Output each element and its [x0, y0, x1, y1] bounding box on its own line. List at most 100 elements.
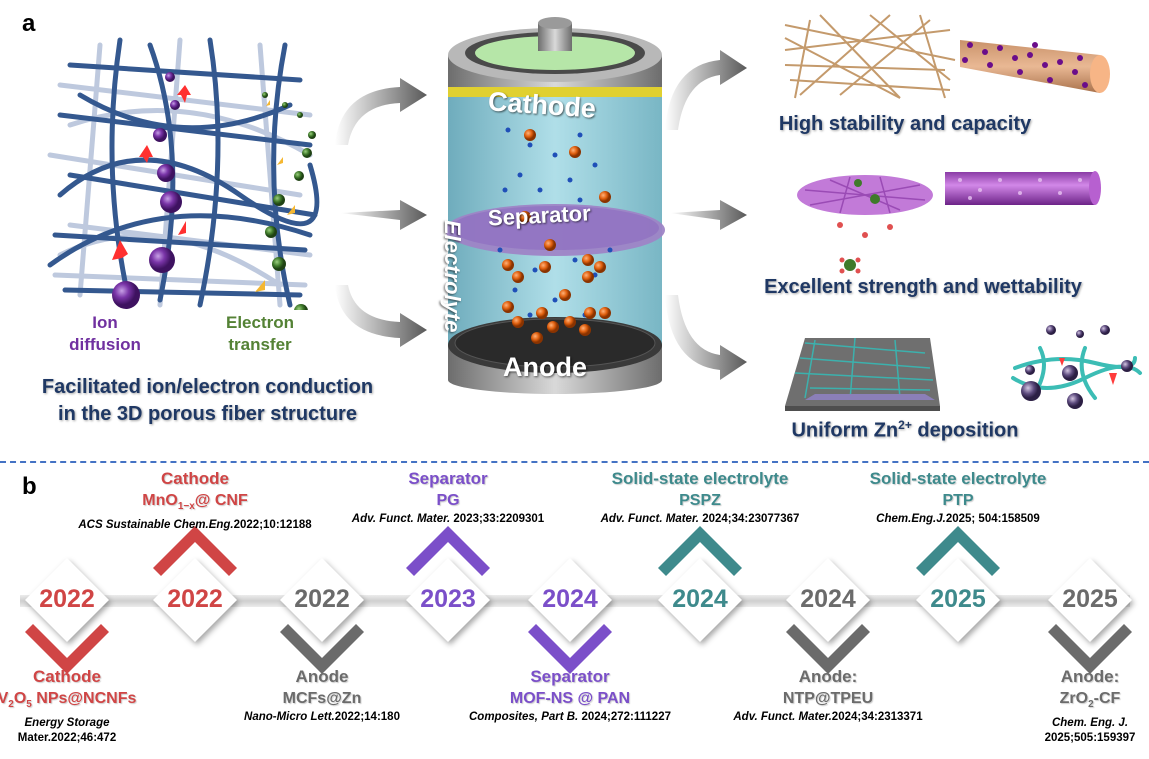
milestone-year: 2024	[672, 585, 728, 613]
wettability-illustration	[797, 171, 1101, 274]
formula-part: @ CNF	[194, 492, 248, 509]
arrow-to-anode-icon	[335, 285, 427, 347]
arrow-to-separator-icon	[340, 200, 427, 230]
chevron-up-icon	[406, 526, 490, 642]
milestone-category: Solid-state electrolyte	[611, 469, 789, 488]
milestone-year: 2022	[294, 585, 350, 613]
panel-b-label: b	[22, 473, 37, 500]
formula-subscript: 2	[1088, 699, 1094, 711]
formula-part: MnO	[142, 492, 178, 509]
deposition-illustration	[785, 325, 1142, 411]
ion-diffusion-arrows	[112, 85, 191, 260]
reference-detail: 2024;34:23077367	[699, 513, 800, 525]
stability-illustration	[784, 14, 1110, 99]
milestone-year: 2025	[930, 585, 986, 613]
arrow-to-cathode-icon	[335, 78, 427, 145]
chevron-down-icon	[786, 558, 870, 674]
formula-part: ZrO	[1059, 690, 1089, 707]
reference-detail: 2025;505:159397	[1044, 732, 1136, 745]
reference-detail: 2022;14:180	[334, 711, 400, 723]
arrow-to-stability-icon	[665, 50, 747, 130]
battery-illustration	[445, 17, 665, 394]
milestone-material: MCFs@Zn	[282, 690, 362, 707]
milestone-diamond	[1048, 558, 1132, 642]
formula-part: V	[0, 690, 9, 707]
milestone-material: NTP@TPEU	[782, 690, 874, 707]
chevron-up-icon	[658, 526, 742, 642]
milestone-category: Anode:	[1060, 667, 1120, 686]
ion-diffusion-line-2: diffusion	[69, 335, 141, 354]
deposition-text-pre: Uniform Zn	[791, 419, 899, 442]
milestone-category: Separator	[530, 667, 610, 686]
chevron-up-icon	[916, 526, 1000, 642]
milestone-reference: Chem. Eng. J. 2025;505:159397	[960, 716, 1149, 746]
milestone-year: 2023	[420, 585, 476, 613]
milestone-reference: Adv. Funct. Mater. 2023;33:2209301	[318, 512, 578, 527]
reference-journal: Chem.Eng.J.	[876, 513, 946, 525]
milestone-category: Separator	[408, 469, 488, 488]
chevron-down-icon	[528, 558, 612, 674]
milestone-diamond	[406, 558, 490, 642]
fiber-caption-line-2: in the 3D porous fiber structure	[58, 403, 357, 425]
milestone-year: 2024	[800, 585, 856, 613]
porous-tube	[945, 171, 1101, 205]
milestone-diamond	[280, 558, 364, 642]
electrolyte-label: Electrolyte	[440, 220, 465, 333]
milestone-reference: Adv. Funct. Mater. 2024;34:23077367	[570, 512, 830, 527]
arrow-to-deposition-icon	[665, 295, 747, 380]
milestone-category: Solid-state electrolyte	[869, 469, 1047, 488]
formula-subscript: 1−x	[177, 501, 195, 513]
milestone-reference: Adv. Funct. Mater.2024;34:2313371	[698, 710, 958, 725]
milestone-diamond	[786, 558, 870, 642]
milestone-category: Cathode	[33, 667, 101, 686]
reference-journal: Adv. Funct. Mater.	[733, 711, 832, 723]
electron-transfer-line-2: transfer	[228, 335, 292, 354]
reference-journal: Adv. Funct. Mater.	[600, 513, 699, 525]
reference-detail: 2025; 504:158509	[945, 513, 1040, 525]
chevron-down-icon	[1048, 558, 1132, 674]
reference-detail: 2022;10:12188	[233, 519, 312, 532]
benefit-stability-text: High stability and capacity	[778, 113, 1032, 135]
milestone-diamond	[916, 558, 1000, 642]
hydrated-zn-ion	[839, 257, 861, 274]
milestone-reference: ACS Sustainable Chem.Eng.2022;10:12188	[65, 518, 325, 533]
reference-journal: Energy Storage	[24, 717, 110, 730]
reference-journal: Adv. Funct. Mater.	[351, 513, 451, 525]
coated-fiber-rod	[960, 40, 1110, 93]
reference-detail: 2024;272:111227	[578, 711, 671, 723]
milestone-category: Anode	[295, 667, 349, 686]
milestone-category: Anode:	[798, 667, 858, 686]
benefit-wettability-text: Excellent strength and wettability	[764, 276, 1082, 298]
milestone-category: Cathode	[161, 469, 229, 488]
milestone-material: PSPZ	[679, 492, 721, 509]
reference-journal: Chem. Eng. J.	[1051, 717, 1129, 730]
milestone-reference: Chem.Eng.J.2025; 504:158509	[828, 512, 1088, 527]
chevron-up-icon	[153, 526, 237, 642]
milestone-reference: Composites, Part B. 2024;272:111227	[440, 710, 700, 725]
milestone-reference: Nano-Micro Lett.2022;14:180	[192, 710, 452, 725]
right-arrows	[665, 50, 747, 380]
formula-subscript: 2	[8, 699, 14, 711]
anode-label: Anode	[503, 352, 587, 382]
milestone-diamond	[153, 558, 237, 642]
milestone-diamond	[658, 558, 742, 642]
chevron-down-icon	[280, 558, 364, 674]
reference-journal: Composites, Part B.	[468, 711, 579, 723]
benefit-deposition-text: Uniform Zn2+ deposition	[740, 418, 1070, 443]
left-arrows	[335, 78, 427, 347]
milestone-year: 2022	[167, 585, 223, 613]
fiber-network-illustration	[47, 37, 320, 310]
zn-substrate	[785, 337, 940, 411]
zn-charge-superscript: 2+	[898, 418, 912, 432]
milestone-material: PTP	[942, 492, 974, 509]
electron-transfer-arrows	[255, 100, 295, 292]
milestone-diamond	[25, 558, 109, 642]
zn-deposition-fibers	[1011, 325, 1142, 409]
chevron-down-icon	[25, 558, 109, 674]
separator-membrane	[797, 175, 933, 274]
